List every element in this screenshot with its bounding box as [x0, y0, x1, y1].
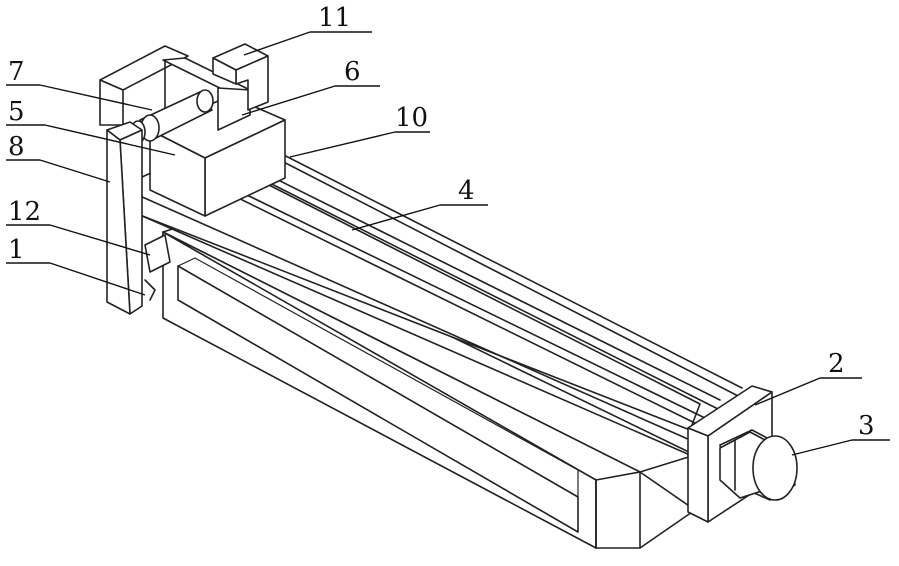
- top-clamp: [212, 43, 269, 111]
- label-part-2: 2: [828, 349, 845, 379]
- label-part-4: 4: [458, 176, 475, 206]
- vertical-arm: [106, 121, 143, 315]
- label-part-12: 12: [8, 197, 41, 227]
- u-bracket: [99, 45, 251, 131]
- label-part-7: 7: [8, 57, 25, 87]
- small-block: [144, 234, 171, 301]
- part-labels: 1 2 3 4 5 6 7 8 10 11 12: [8, 3, 875, 441]
- guide-rods: [207, 145, 743, 429]
- leader-lines: [6, 31, 890, 456]
- label-part-10: 10: [395, 103, 428, 133]
- label-part-1: 1: [8, 235, 25, 265]
- base-frame: [162, 217, 696, 549]
- label-part-11: 11: [318, 3, 351, 33]
- label-part-8: 8: [8, 132, 25, 162]
- label-part-5: 5: [8, 97, 25, 127]
- motor: [719, 429, 798, 501]
- label-part-6: 6: [344, 57, 361, 87]
- label-part-3: 3: [858, 411, 875, 441]
